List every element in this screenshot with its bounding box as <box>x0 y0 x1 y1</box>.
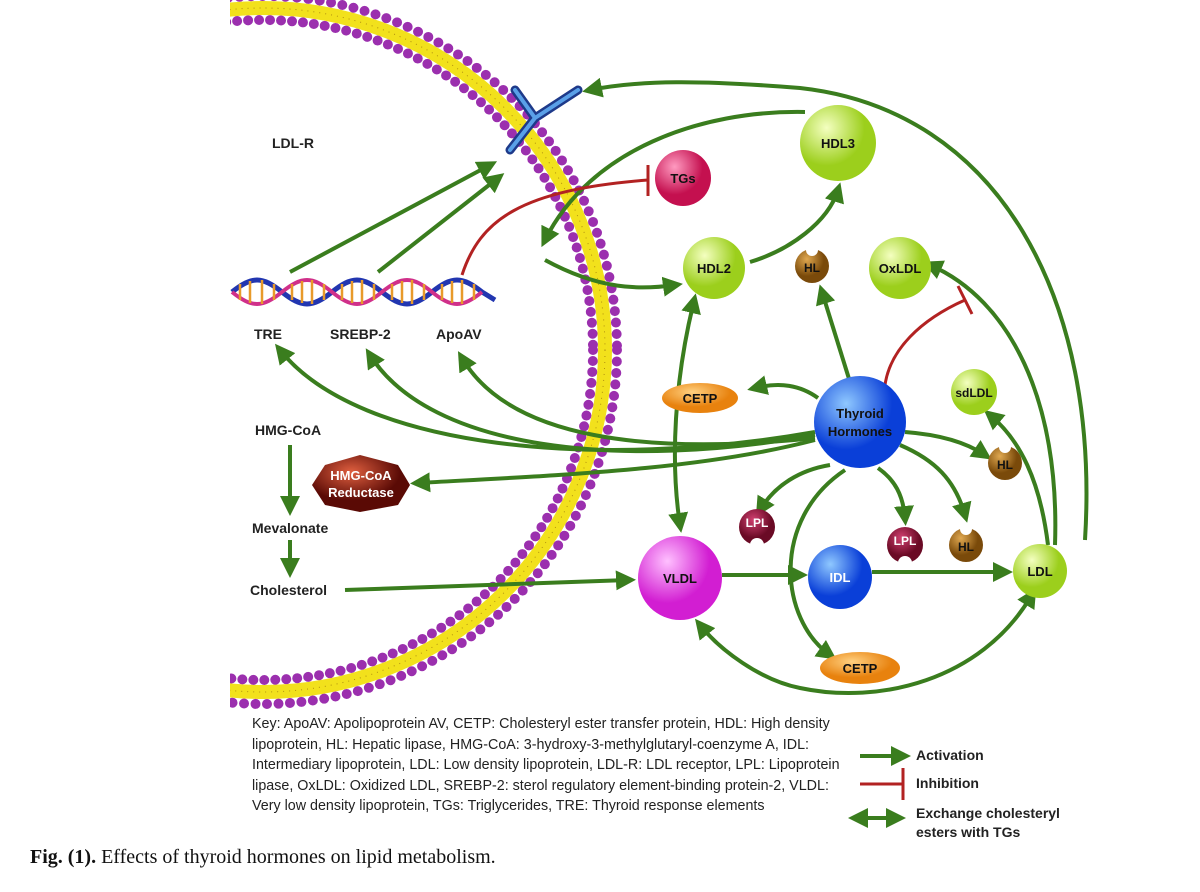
legend-exchange-label-2: esters with TGs <box>916 824 1020 840</box>
svg-text:Hormones: Hormones <box>828 424 892 439</box>
svg-text:HDL2: HDL2 <box>697 261 731 276</box>
node-lpl-1: LPL <box>739 509 775 552</box>
label-hmg-coa: HMG-CoA <box>255 422 321 438</box>
arrow-hdl3-hdl2-back <box>541 109 806 248</box>
svg-text:Reductase: Reductase <box>328 485 394 500</box>
arrow-th-hl1 <box>816 284 852 383</box>
svg-text:LPL: LPL <box>894 534 917 548</box>
svg-text:HL: HL <box>804 261 820 275</box>
label-srebp2: SREBP-2 <box>330 326 391 342</box>
abbreviation-key: Key: ApoAV: Apolipoprotein AV, CETP: Cho… <box>252 716 840 814</box>
label-ldl-r: LDL-R <box>272 135 314 151</box>
arrow-th-lpl1 <box>755 463 831 517</box>
arrow-tre-ldlr <box>289 161 498 274</box>
svg-text:sdLDL: sdLDL <box>955 386 992 400</box>
arrow-ldl-oxldl <box>922 260 1058 546</box>
label-cholesterol: Cholesterol <box>250 582 327 598</box>
ldl-receptor-icon <box>505 85 583 155</box>
caption-text: Effects of thyroid hormones on lipid met… <box>96 846 496 868</box>
node-hdl2: HDL2 <box>683 237 745 299</box>
legend-exchange-label-1: Exchange cholesteryl <box>916 805 1060 821</box>
arrow-srebp-ldlr <box>376 173 505 274</box>
node-ldl: LDL <box>1013 544 1067 598</box>
label-tre: TRE <box>254 326 282 342</box>
inhibit-th-oxldl <box>883 298 966 386</box>
arrow-th-hl3 <box>899 443 972 523</box>
node-tgs: TGs <box>655 150 711 206</box>
arrow-th-lpl2 <box>876 466 914 526</box>
arrow-hdl2-hdl3 <box>749 182 844 264</box>
label-apoav: ApoAV <box>436 326 482 342</box>
arrow-chol-vldl <box>344 570 636 592</box>
inhibition-lines <box>460 165 974 386</box>
arrow-th-apoav <box>457 351 816 447</box>
arrow-th-srebp <box>365 348 816 454</box>
node-hmg-coa-reductase: HMG-CoA Reductase <box>312 455 410 512</box>
exchange-hdl2-vldl <box>668 293 701 533</box>
svg-text:LPL: LPL <box>746 516 769 530</box>
svg-text:HDL3: HDL3 <box>821 136 855 151</box>
node-vldl: VLDL <box>638 536 722 620</box>
figure-caption: Fig. (1). Effects of thyroid hormones on… <box>30 846 496 869</box>
legend-activation-label: Activation <box>916 747 984 763</box>
svg-text:OxLDL: OxLDL <box>879 261 922 276</box>
arrow-membrane-hdl2 <box>544 258 683 297</box>
svg-text:CETP: CETP <box>683 391 718 406</box>
node-cetp-2: CETP <box>820 652 900 684</box>
legend-inhibition-label: Inhibition <box>916 775 979 791</box>
node-hl-1: HL <box>795 244 829 283</box>
inhibit-apoav-tgs <box>460 178 649 276</box>
dna-helix <box>230 277 497 307</box>
svg-text:HL: HL <box>958 540 974 554</box>
svg-text:IDL: IDL <box>830 570 851 585</box>
svg-text:Thyroid: Thyroid <box>836 406 884 421</box>
exchange-ldl-vldl <box>695 587 1037 695</box>
cell-membrane <box>230 0 622 709</box>
label-mevalonate: Mevalonate <box>252 520 328 536</box>
node-hl-3: HL <box>949 523 983 562</box>
node-hl-2: HL <box>988 441 1022 480</box>
arrow-th-hl2 <box>904 430 992 460</box>
node-cetp-1: CETP <box>662 383 738 413</box>
caption-label: Fig. (1). <box>30 846 97 868</box>
svg-text:TGs: TGs <box>670 171 695 186</box>
activation-arrows <box>274 77 1089 695</box>
svg-text:HL: HL <box>997 458 1013 472</box>
arrow-ldl-sdldl <box>983 409 1050 546</box>
svg-text:CETP: CETP <box>843 661 878 676</box>
node-idl: IDL <box>808 545 872 609</box>
arrow-th-cetp <box>747 375 820 400</box>
node-oxldl: OxLDL <box>869 237 931 299</box>
node-sdldl: sdLDL <box>951 369 997 415</box>
svg-text:HMG-CoA: HMG-CoA <box>330 468 392 483</box>
arrow-th-reductase <box>410 438 816 493</box>
node-hdl3: HDL3 <box>800 105 876 181</box>
legend: Activation Inhibition Exchange cholester… <box>848 746 1060 840</box>
svg-text:VLDL: VLDL <box>663 571 697 586</box>
node-lpl-2: LPL <box>887 527 923 570</box>
svg-text:LDL: LDL <box>1027 564 1052 579</box>
arrow-hdl3-ldlr <box>582 77 1089 541</box>
